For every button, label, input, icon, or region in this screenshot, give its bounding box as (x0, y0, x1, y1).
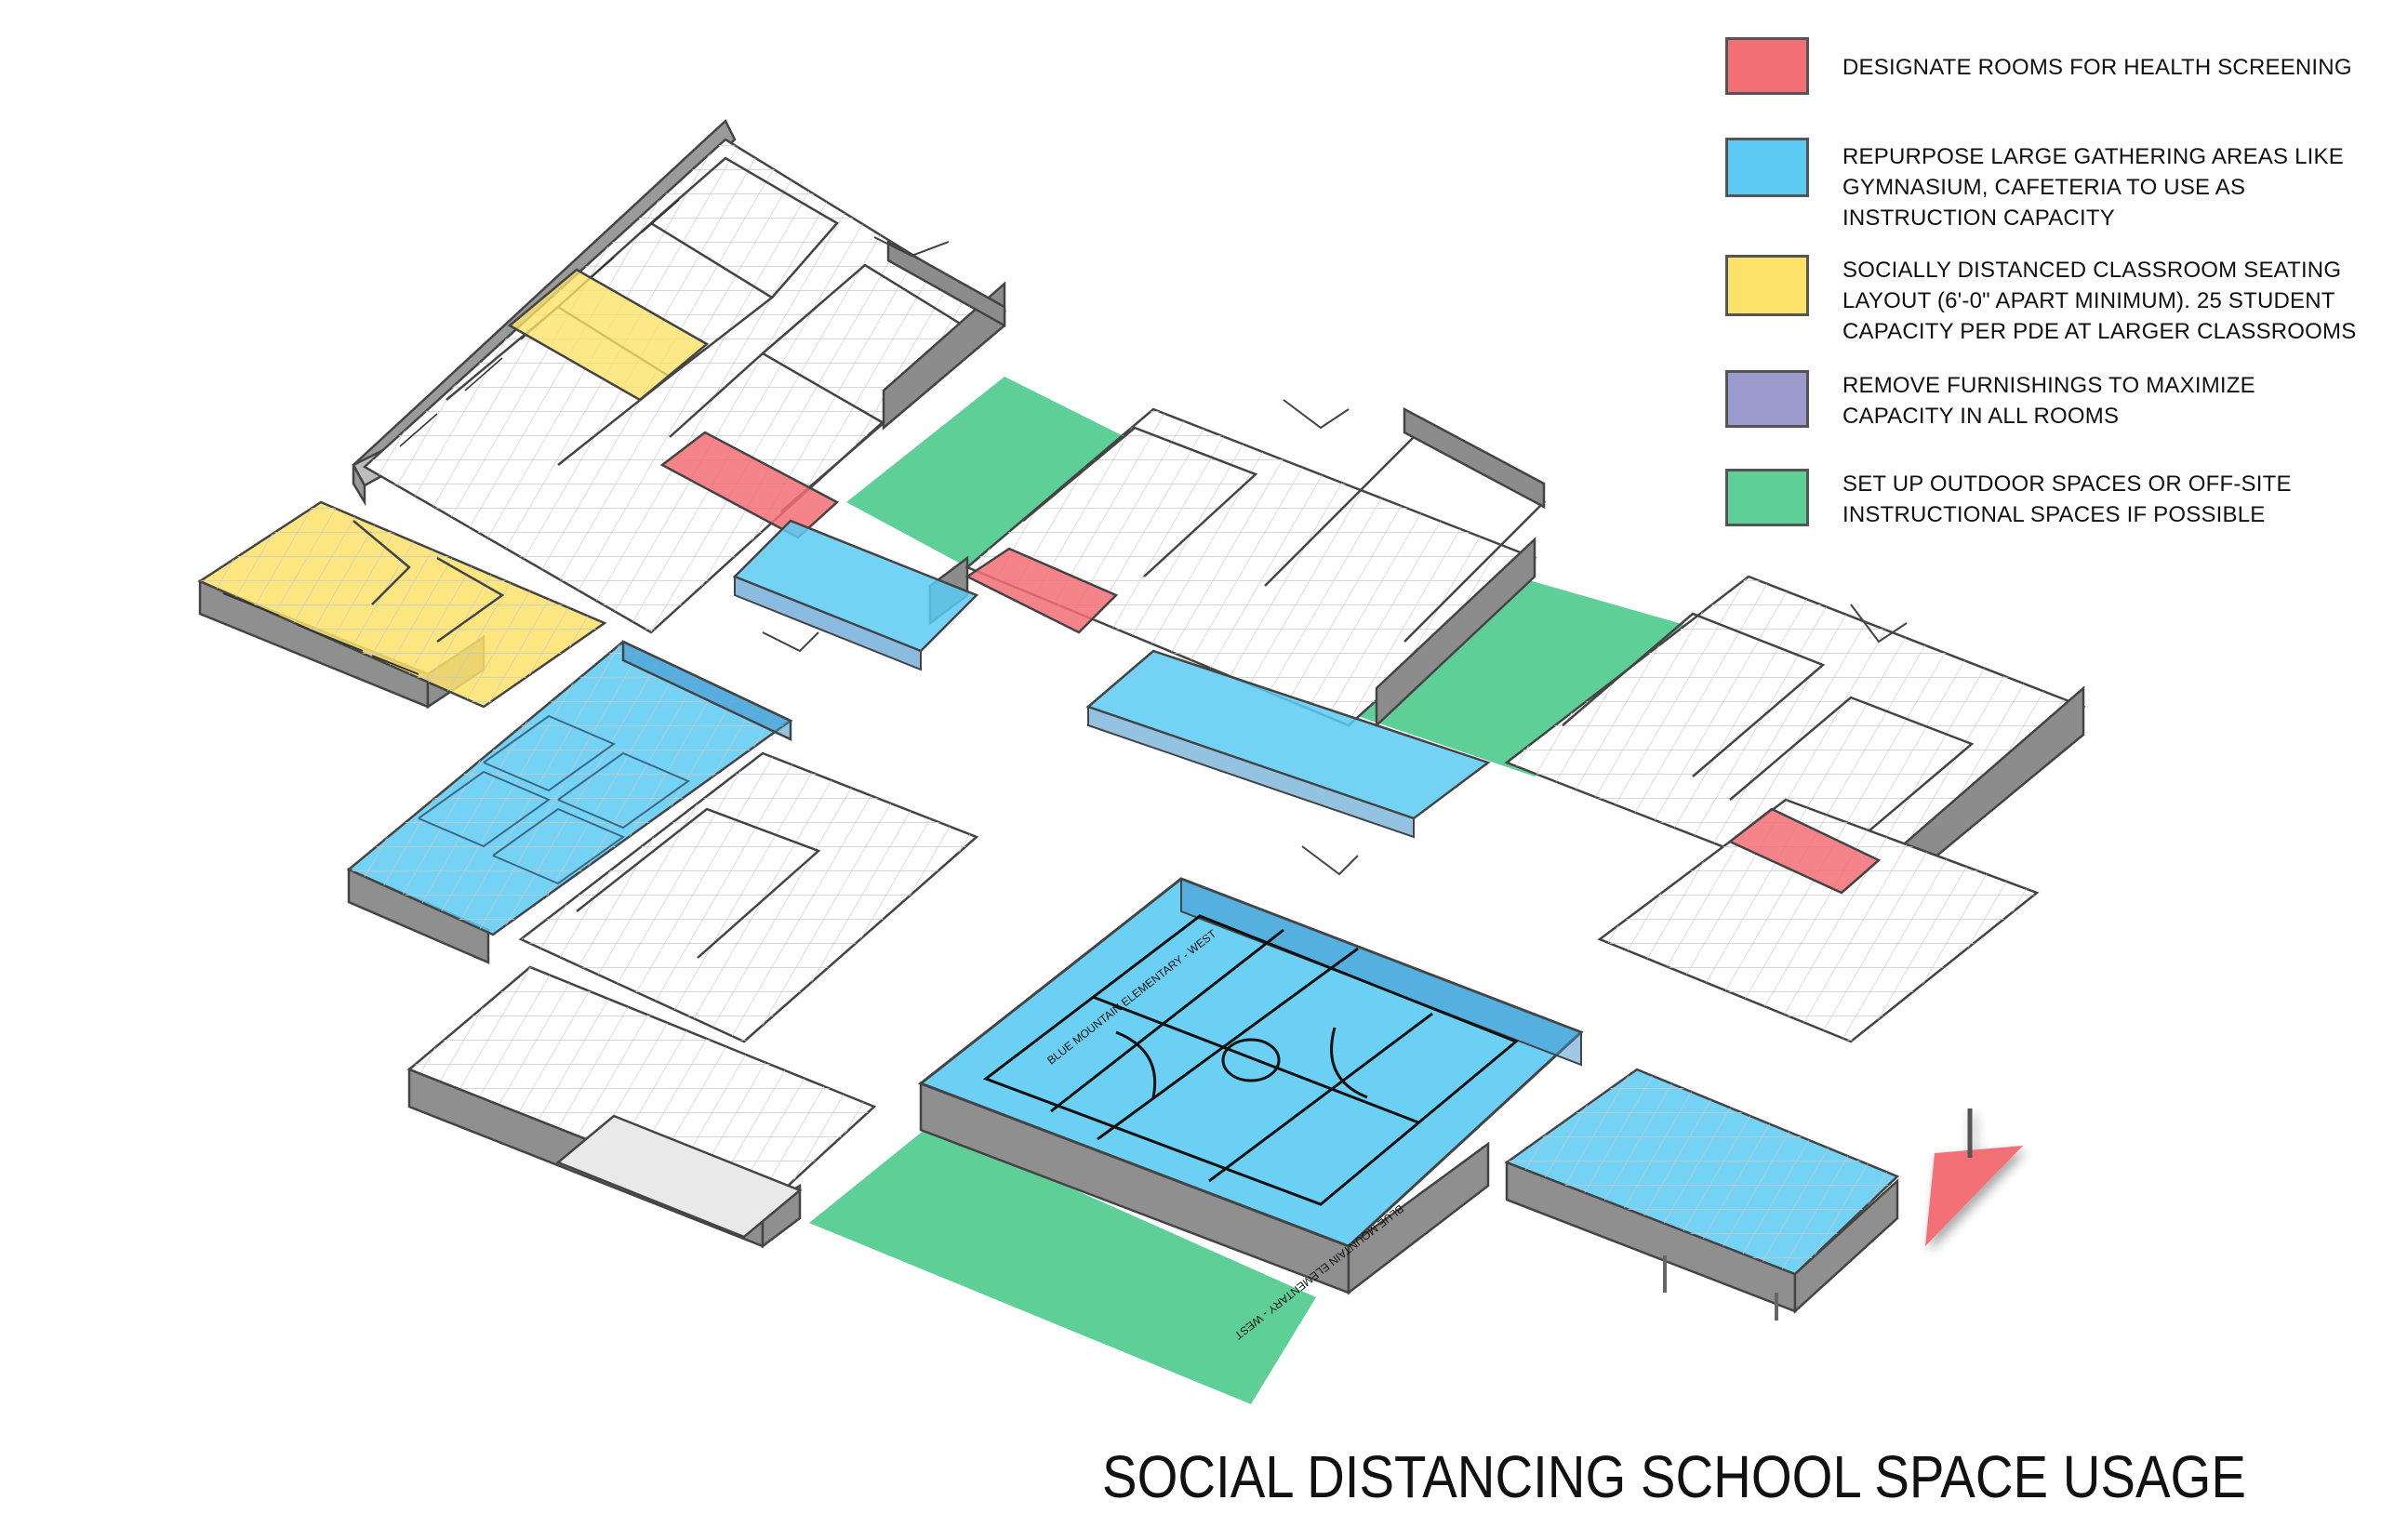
west-wing (197, 500, 607, 710)
legend-text-large-gathering: REPURPOSE LARGE GATHERING AREAS LIKE GYM… (1842, 144, 2344, 231)
legend-swatch-red (1725, 37, 1809, 95)
legend-text-remove-furnishings: REMOVE FURNISHINGS TO MAXIMIZE CAPACITY … (1842, 373, 2255, 429)
outdoor-space-south (809, 1125, 1316, 1404)
outdoor-space-north (846, 377, 1125, 567)
outdoor-spaces (809, 377, 1711, 1404)
east-wing (1504, 575, 2086, 1043)
classroom-seating-north (507, 268, 710, 402)
legend-text-classroom-seating: SOCIALLY DISTANCED CLASSROOM SEATING LAY… (1842, 258, 2357, 344)
center-west-block (406, 751, 979, 1249)
north-arrow-icon (1925, 1109, 2023, 1246)
north-wing (352, 118, 1007, 634)
legend-swatch-blue (1725, 138, 1809, 197)
basketball-court-lines (982, 914, 1519, 1206)
page-title: SOCIAL DISTANCING SCHOOL SPACE USAGE (1102, 1443, 2246, 1510)
legend-swatch-purple (1725, 370, 1809, 428)
legend-text-health-screening: DESIGNATE ROOMS FOR HEALTH SCREENING (1842, 55, 2352, 80)
health-screening-room-north (659, 431, 840, 539)
health-screening-room-east (1727, 807, 1882, 895)
outdoor-space-middle (1358, 577, 1711, 777)
stairs (762, 236, 1908, 876)
health-screening-room-middle (964, 547, 1119, 634)
library-gathering-area (346, 640, 793, 964)
legend-text-outdoor-spaces: SET UP OUTDOOR SPACES OR OFF-SITE INSTRU… (1842, 471, 2292, 527)
legend-swatch-yellow (1725, 255, 1809, 316)
legend-swatch-green (1725, 469, 1809, 526)
southeast-gathering-area (1504, 1068, 1900, 1321)
